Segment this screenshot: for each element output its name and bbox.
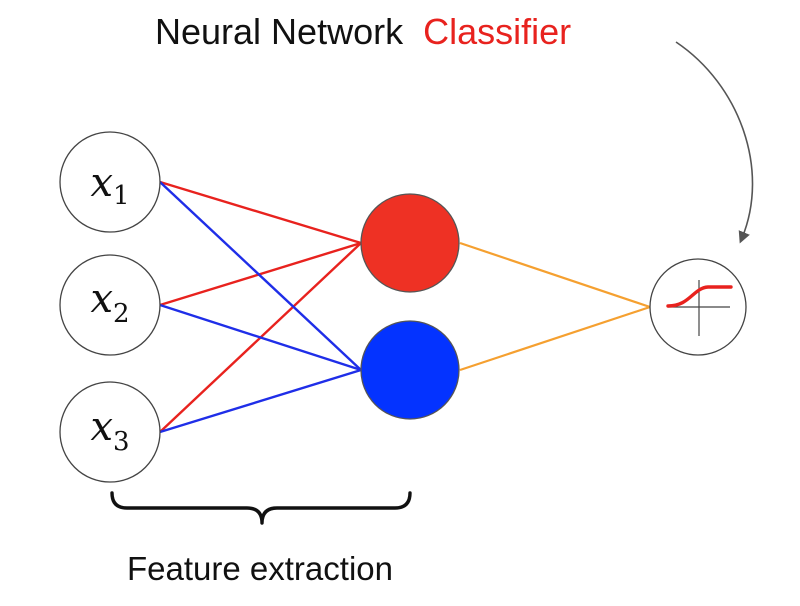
input-symbol-x1: x	[90, 160, 113, 206]
input-symbol-x3: x	[90, 404, 113, 450]
hidden-neuron-red	[360, 193, 460, 293]
title-arrow	[675, 41, 754, 244]
edges-to-output	[459, 241, 651, 372]
input-subscript-x3: 3	[113, 427, 130, 457]
feature-extraction-label: Feature extraction	[127, 550, 393, 587]
output-node	[649, 258, 747, 356]
sigmoid-activation-icon	[666, 280, 733, 336]
edge-red-output	[459, 241, 651, 309]
feature-extraction-brace	[110, 491, 412, 525]
edge-x1-blue	[159, 181, 362, 371]
edges-to-red-neuron	[159, 180, 362, 433]
input-node-x2: x2	[59, 254, 161, 356]
diagram-title: Neural Network Classifier	[155, 11, 571, 52]
input-subscript-x1: 1	[113, 181, 130, 211]
svg-text:x1: x1	[90, 160, 129, 211]
input-symbol-x2: x	[90, 276, 113, 322]
input-node-x1: x1	[59, 131, 161, 233]
input-node-x3: x3	[59, 381, 161, 483]
svg-text:x2: x2	[90, 276, 129, 329]
edges-to-blue-neuron	[159, 181, 362, 434]
title-highlight: Classifier	[423, 11, 571, 52]
input-subscript-x2: 2	[113, 299, 130, 329]
hidden-neuron-blue	[360, 320, 460, 420]
edge-x2-blue	[159, 303, 362, 372]
edge-x1-red	[159, 180, 362, 245]
edge-x2-red	[159, 241, 362, 307]
svg-text:x3: x3	[90, 404, 129, 457]
edge-x3-blue	[159, 368, 362, 434]
title-main: Neural Network	[155, 11, 404, 52]
edge-blue-output	[459, 305, 651, 372]
